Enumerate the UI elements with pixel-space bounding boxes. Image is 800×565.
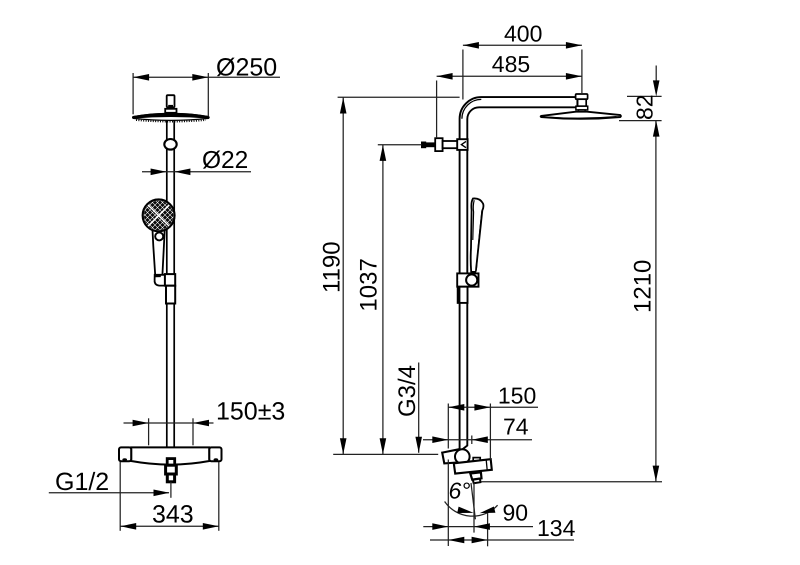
svg-text:1190: 1190 [318,241,345,293]
svg-text:74: 74 [503,413,529,439]
svg-text:150: 150 [498,382,536,408]
svg-text:1037: 1037 [355,258,382,311]
svg-text:150±3: 150±3 [216,398,285,426]
svg-text:G3/4: G3/4 [394,365,421,417]
svg-text:343: 343 [152,501,194,529]
svg-text:G1/2: G1/2 [55,468,109,496]
svg-text:485: 485 [492,51,530,77]
svg-text:90: 90 [503,500,529,526]
svg-text:6°: 6° [449,478,471,504]
svg-text:400: 400 [504,20,542,46]
svg-text:1210: 1210 [630,260,657,313]
svg-text:Ø22: Ø22 [202,147,248,174]
svg-text:82: 82 [632,94,658,120]
svg-text:134: 134 [537,515,576,541]
svg-text:Ø250: Ø250 [216,54,277,82]
